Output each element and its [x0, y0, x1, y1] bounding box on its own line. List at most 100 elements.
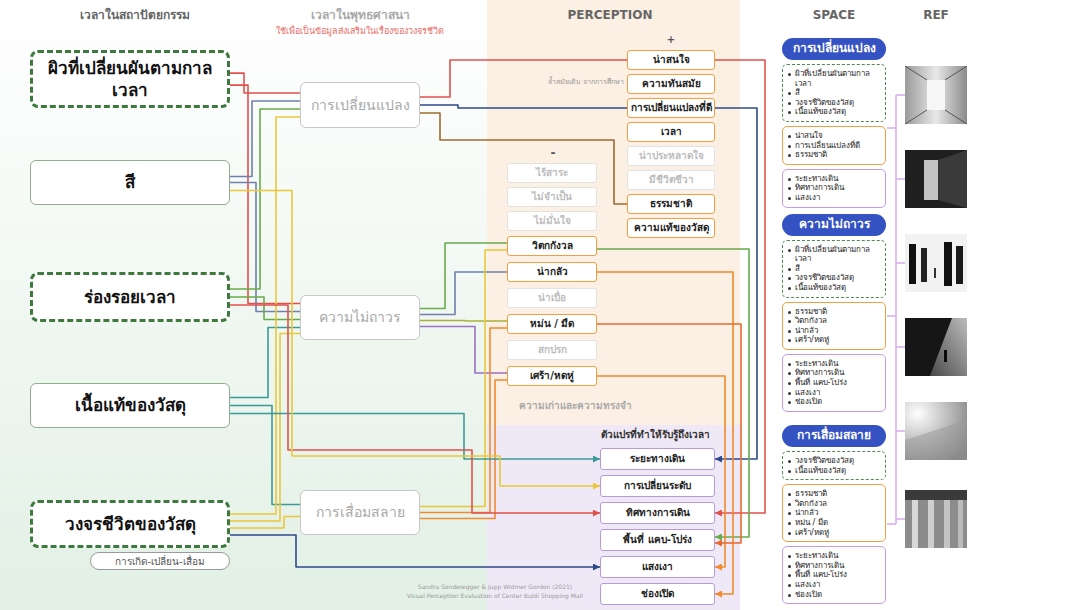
bullet-row: ทิศทางการเดิน [786, 183, 882, 193]
bullet-text: ทิศทางการเดิน [795, 183, 844, 193]
perception-box: การเปลี่ยนแปลงที่ดี [627, 98, 715, 118]
space-perception-list: ธรรมชาติวิตกกังวลน่ากลัวหม่น / มืดเศร้า/… [782, 484, 886, 542]
node-text: ไม่จำเป็น [532, 191, 572, 204]
ref-photo [944, 242, 952, 286]
perception-box: ความแท้ของวัสดุ [627, 218, 715, 238]
bullet-dot [788, 73, 791, 76]
bullet-dot [788, 470, 791, 473]
node-text: การเปลี่ยนแปลง [311, 96, 410, 114]
bullet-row: เศร้า/หดหู่ [786, 528, 882, 538]
node-text: การเสื่อมสลาย [316, 503, 405, 521]
bullet-row: วิตกกังวล [786, 499, 882, 509]
space-heading-pill: ความไม่ถาวร [782, 214, 886, 236]
ref-line [896, 518, 905, 520]
node-text: ไร้สาระ [536, 167, 568, 180]
ref-image-dark-room [905, 150, 967, 208]
annotation-label: ความเก่าและความทรงจำ [500, 400, 650, 412]
ref-line [887, 315, 896, 317]
ref-photo [905, 318, 967, 376]
ref-photo [956, 246, 963, 284]
annotation-label: ล้ำสมัยเดิม จากการศึกษา [530, 78, 624, 86]
bullet-row: ทิศทางการเดิน [786, 368, 882, 378]
node-text: เนื้อแท้ของวัสดุ [75, 394, 186, 416]
ref-image-colonnade [905, 490, 967, 548]
bullet-row: หม่น / มืด [786, 518, 882, 528]
ref-photo [905, 150, 967, 208]
ref-photo [938, 150, 967, 208]
column-heading: เวลาในสถาปัตยกรรม [40, 8, 230, 22]
bullet-dot [788, 277, 791, 280]
greyed-perception-box: ไร้สาระ [507, 163, 597, 183]
ref-image-light-beam [905, 318, 967, 376]
bullet-text: น่ากลัว [795, 326, 818, 336]
bullet-dot [788, 382, 791, 385]
variable-box: ช่องเปิด [600, 583, 715, 605]
bullet-row: น่าสนใจ [786, 131, 882, 141]
node-text: ผิวที่เปลี่ยนผันตามกาลเวลา [41, 57, 219, 101]
perception-box: เวลา [627, 122, 715, 142]
bullet-text: ทิศทางการเดิน [795, 561, 844, 571]
space-variable-list: ระยะทางเดินทิศทางการเดินแสงเงา [782, 169, 886, 208]
bullet-dot [788, 574, 791, 577]
bullet-text: เศร้า/หดหู่ [795, 335, 829, 345]
ref-image-pillars [905, 234, 967, 292]
ref-photo [905, 490, 967, 500]
node-text: แสงเงา [642, 561, 673, 574]
ref-line [896, 94, 905, 96]
perception-box: ความทันสมัย [627, 74, 715, 94]
space-variable-list: ระยะทางเดินทิศทางการเดินพื้นที่ แคบ-โปร่… [782, 546, 886, 604]
perception-box: เศร้า/หดหู่ [507, 366, 597, 386]
element-box-dashed: ผิวที่เปลี่ยนผันตามกาลเวลา [30, 50, 230, 108]
space-element-list: วงจรชีวิตของวัสดุเนื้อแท้ของวัสดุ [782, 451, 886, 480]
bullet-text: น่าสนใจ [795, 131, 823, 141]
bullet-dot [788, 522, 791, 525]
bullet-row: ระยะทางเดิน [786, 359, 882, 369]
connector [420, 250, 507, 507]
column-heading: SPACE [782, 8, 886, 22]
bullet-dot [788, 197, 791, 200]
bullet-dot [788, 154, 791, 157]
bullet-row: สี [786, 88, 882, 98]
bullet-text: ธรรมชาติ [795, 489, 827, 499]
variable-box: ทิศทางการเดิน [600, 502, 715, 524]
bullet-row: พื้นที่ แคบ-โปร่ง [786, 378, 882, 388]
node-text: สี [125, 171, 135, 193]
bullet-dot [788, 330, 791, 333]
node-text: การเปลี่ยนแปลงที่ดี [631, 102, 712, 115]
connector [715, 108, 757, 459]
ref-photo [958, 500, 963, 548]
connector [230, 191, 600, 487]
bullet-row: วงจรชีวิตของวัสดุ [786, 98, 882, 108]
connector [230, 334, 300, 522]
variable-box: ระยะทางเดิน [600, 448, 715, 470]
bullet-text: ผิวที่เปลี่ยนผันตามกาลเวลา [795, 69, 882, 88]
bullet-text: ผิวที่เปลี่ยนผันตามกาลเวลา [795, 245, 882, 264]
bullet-text: พื้นที่ แคบ-โปร่ง [795, 378, 847, 388]
bullet-dot [788, 268, 791, 271]
bullet-row: น่ากลัว [786, 326, 882, 336]
citation-note: Sandra Sonderegger & Jupp Widmer Gordon … [395, 583, 595, 590]
bullet-dot [788, 363, 791, 366]
ref-photo [912, 500, 918, 548]
bullet-row: เนื้อแท้ของวัสดุ [786, 283, 882, 293]
variable-box: การเปลี่ยนระดับ [600, 475, 715, 497]
ref-line [887, 523, 896, 525]
perception-box: น่าสนใจ [627, 50, 715, 70]
connector [230, 183, 300, 312]
ref-photo [905, 420, 967, 460]
greyed-perception-box: สกปรก [507, 340, 597, 360]
bullet-text: แสงเงา [795, 580, 820, 590]
connector [230, 406, 300, 505]
bullet-text: การเปลี่ยนแปลงที่ดี [795, 141, 860, 151]
ref-photo [944, 500, 950, 548]
element-box: เนื้อแท้ของวัสดุ [30, 383, 230, 428]
ref-photo [924, 160, 938, 200]
connector [230, 109, 300, 289]
node-text: เศร้า/หดหู่ [530, 370, 574, 383]
bullet-dot [788, 594, 791, 597]
ref-photo [944, 350, 947, 362]
bullet-text: ช่องเปิด [795, 590, 822, 600]
perception-panel [487, 0, 740, 425]
bullet-row: แสงเงา [786, 388, 882, 398]
bullet-text: เนื้อแท้ของวัสดุ [795, 107, 846, 117]
